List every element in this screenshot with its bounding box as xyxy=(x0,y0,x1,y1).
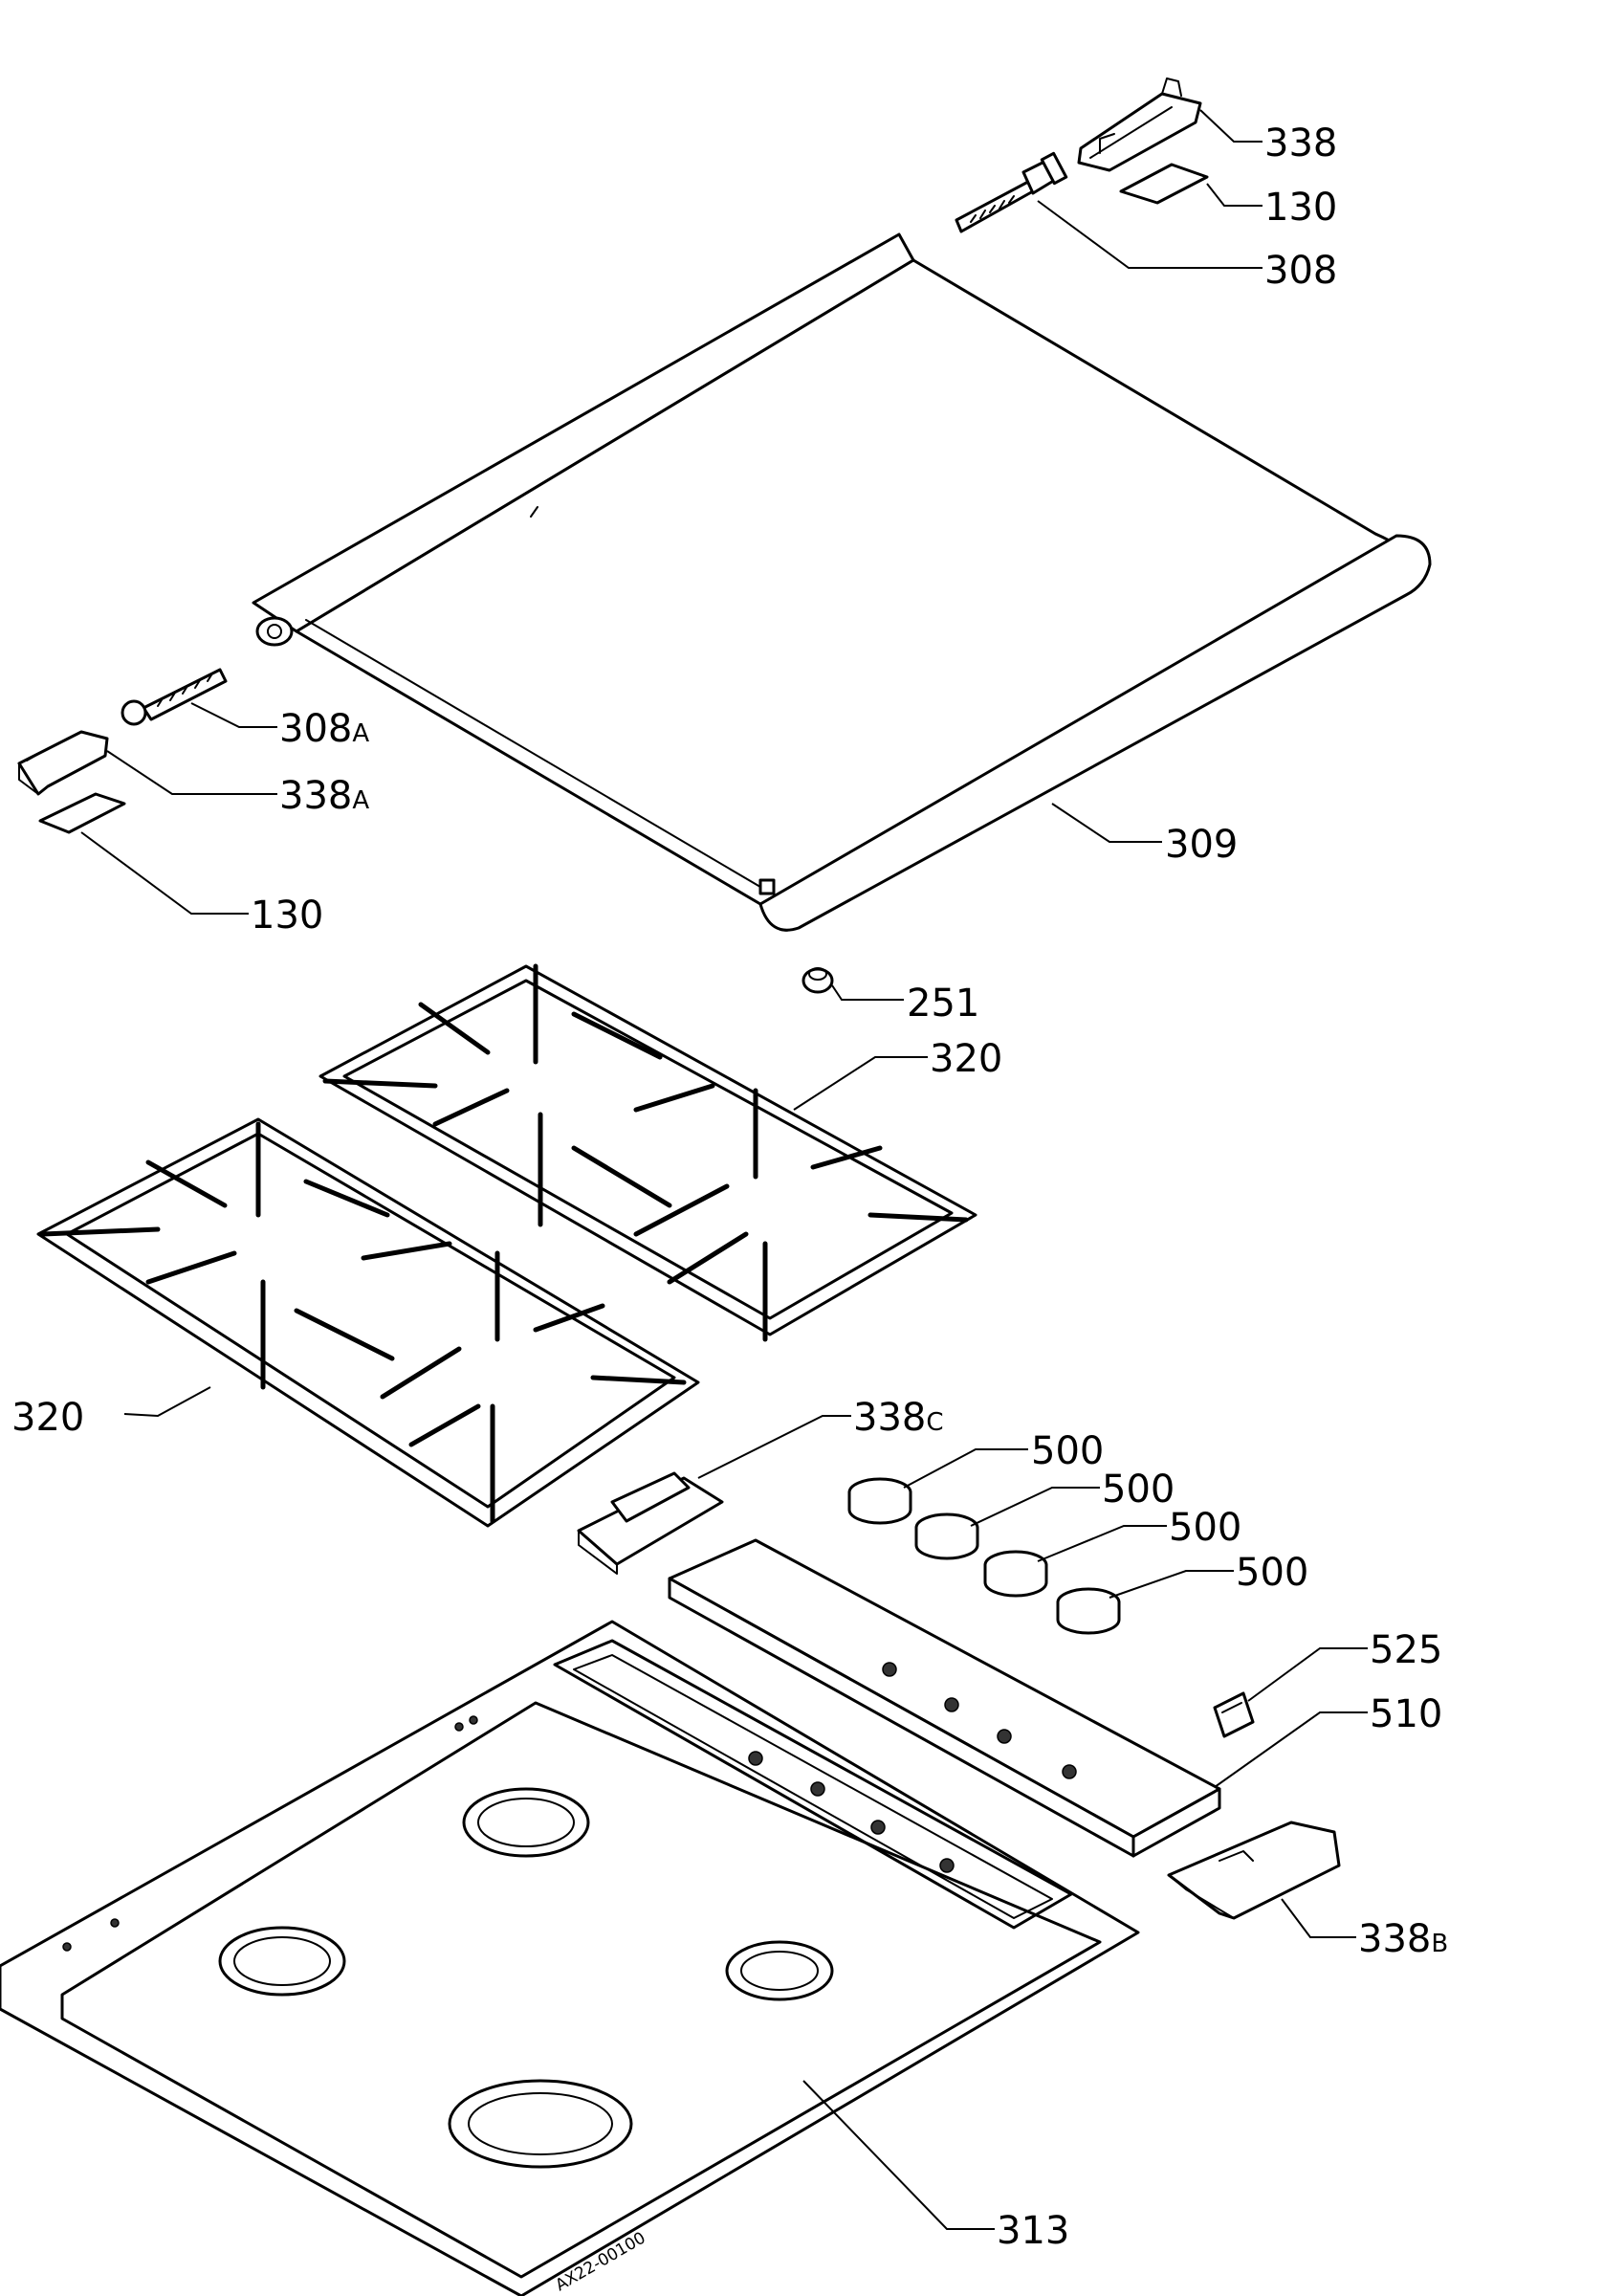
callout-labels: 338 130 308 308A 338A 130 309 251 320 32… xyxy=(11,121,1448,2253)
callout-251: 251 xyxy=(907,982,979,1026)
callout-338c: 338C xyxy=(853,1396,944,1440)
bracket-338b xyxy=(1167,1821,1341,1920)
callout-308: 308 xyxy=(1264,249,1337,293)
hinge-bracket-338a xyxy=(17,730,109,796)
nut-251 xyxy=(802,967,834,994)
pan-support-320-left xyxy=(36,1117,700,1528)
callout-500-2: 500 xyxy=(1102,1468,1175,1512)
callout-338b: 338B xyxy=(1358,1917,1448,1961)
control-knob-500-3 xyxy=(983,1550,1048,1598)
callout-130-top: 130 xyxy=(1264,186,1337,230)
callout-308a: 308A xyxy=(279,707,369,751)
bracket-338c xyxy=(577,1471,724,1575)
clip-525 xyxy=(1213,1691,1255,1738)
callout-500-1: 500 xyxy=(1031,1429,1104,1473)
hob-top-313 xyxy=(0,1620,1140,2296)
callout-338a: 338A xyxy=(279,774,369,818)
control-knob-500-2 xyxy=(914,1512,979,1560)
plate-130-top xyxy=(1119,163,1209,205)
hinge-bracket-338 xyxy=(1077,77,1202,172)
callout-130-left: 130 xyxy=(251,894,323,938)
plate-130-left xyxy=(38,792,126,834)
leader-lines xyxy=(80,109,1368,2230)
callout-510: 510 xyxy=(1370,1692,1442,1736)
pan-support-320-right xyxy=(318,963,977,1342)
hinge-pin-308a xyxy=(121,668,228,726)
callout-525: 525 xyxy=(1370,1628,1442,1672)
glass-lid-309 xyxy=(252,232,1432,932)
hinge-pin-308 xyxy=(955,151,1068,233)
callout-320-right: 320 xyxy=(930,1037,1002,1081)
callout-338: 338 xyxy=(1264,121,1337,166)
callout-500-3: 500 xyxy=(1169,1506,1241,1550)
control-knob-500-4 xyxy=(1056,1587,1121,1635)
callout-309: 309 xyxy=(1165,823,1238,867)
control-panel-510 xyxy=(668,1538,1221,1858)
callout-500-4: 500 xyxy=(1236,1551,1308,1595)
callout-320-left: 320 xyxy=(11,1396,84,1440)
callout-313: 313 xyxy=(997,2209,1069,2253)
control-knob-500-1 xyxy=(847,1477,912,1525)
